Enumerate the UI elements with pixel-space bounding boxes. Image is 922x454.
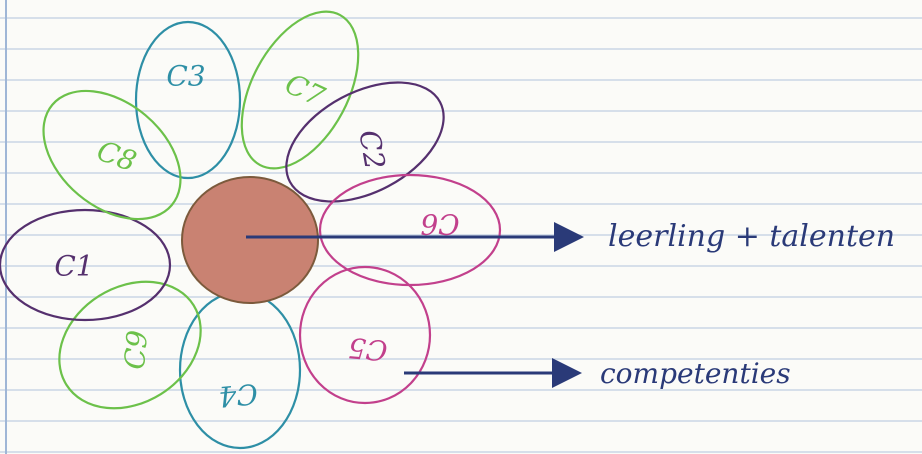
petal-label: C8 (93, 134, 141, 178)
flower-center (182, 177, 318, 303)
petal-label: C3 (166, 60, 205, 93)
petal-label: C1 (54, 250, 93, 283)
petal-annotation: competenties (600, 357, 791, 390)
petal-outline (136, 22, 240, 178)
center-annotation: leerling + talenten (608, 219, 895, 254)
petal-label: C4 (217, 377, 259, 413)
petal-label: C5 (347, 331, 389, 367)
petal-label: C9 (118, 329, 154, 371)
petal-label: C7 (280, 67, 330, 114)
petal-label: C2 (352, 127, 391, 171)
